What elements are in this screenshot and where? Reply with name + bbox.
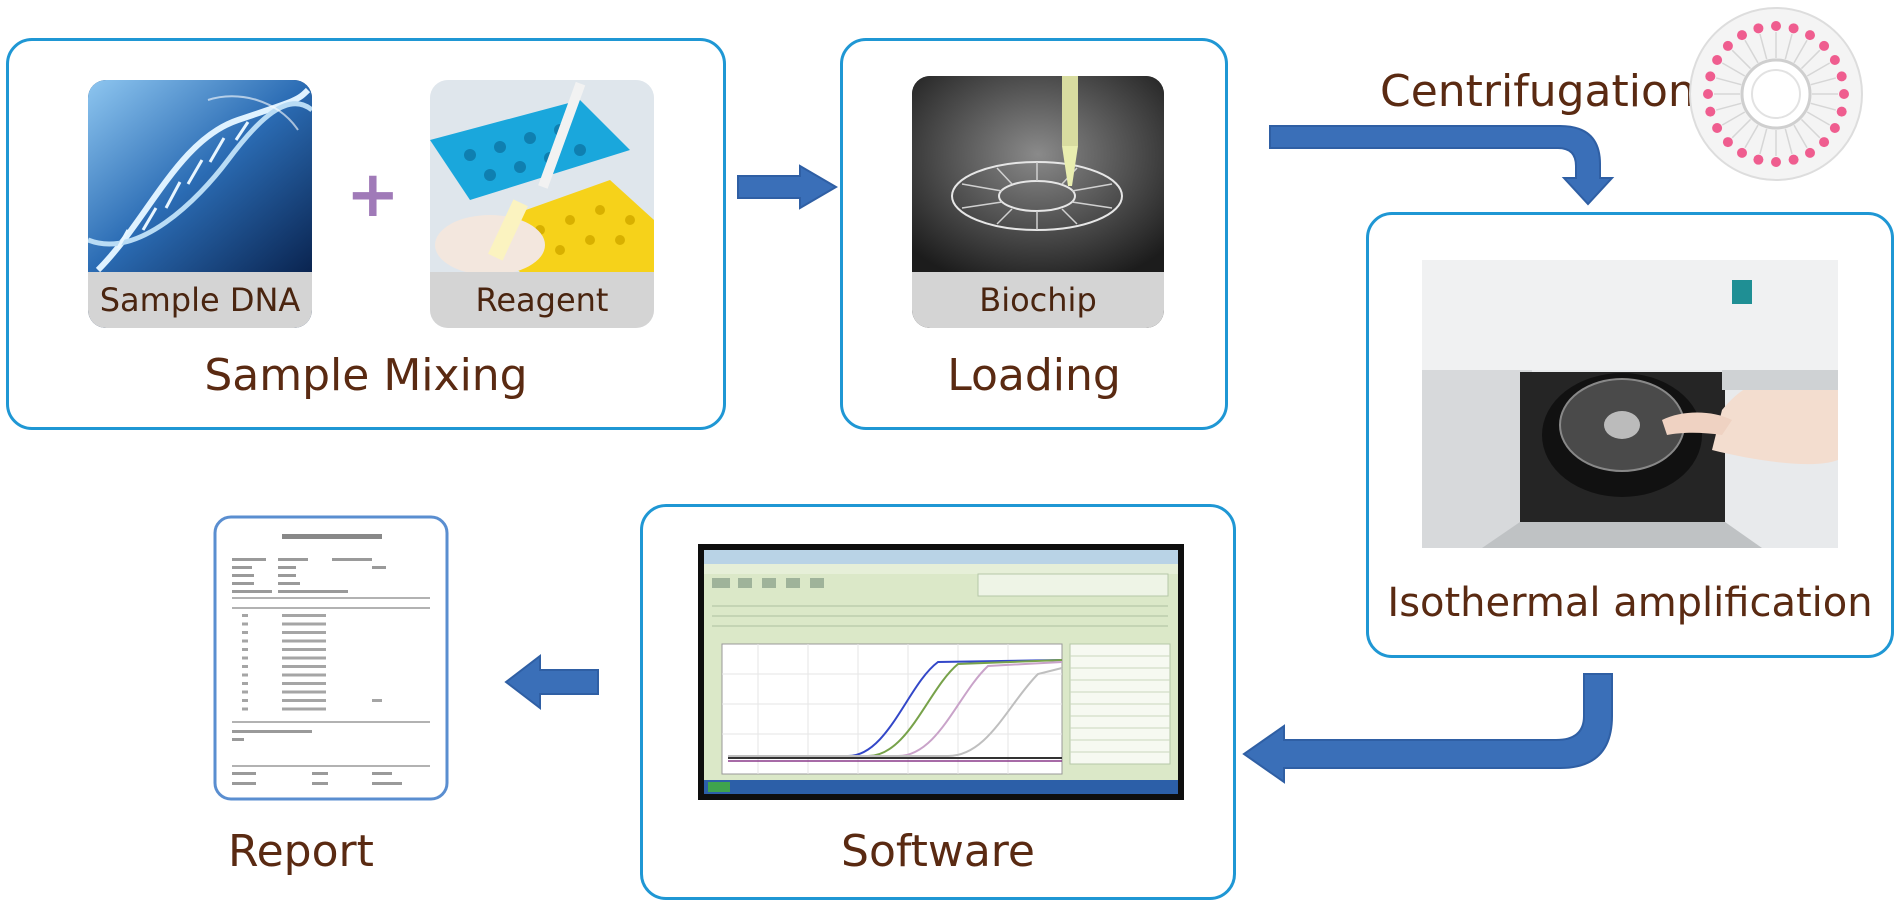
disc-well (1771, 157, 1781, 167)
isothermal-amplification-caption: Isothermal amplification (1387, 580, 1873, 626)
dna-helix-image (88, 80, 312, 273)
disc-channel (1793, 39, 1808, 64)
report-row-line (282, 690, 326, 694)
sample-dna-tile: Sample DNA (88, 80, 312, 328)
disc-well (1805, 30, 1815, 41)
report-row-line (242, 656, 248, 660)
disc-channel (1759, 128, 1768, 155)
disc-well (1839, 89, 1849, 99)
report-row-line (282, 707, 326, 711)
disc-well (1705, 71, 1716, 82)
disc-channel (1721, 62, 1746, 77)
arrow-software-to-report (504, 653, 599, 711)
sample-mixing-caption: Sample Mixing (204, 350, 528, 401)
disc-channel (1793, 124, 1808, 149)
disc-well (1836, 71, 1847, 82)
plus-sign: + (346, 158, 400, 232)
disc-channel (1800, 49, 1821, 70)
reagent-tubes-image (430, 80, 654, 275)
disc-channel (1731, 49, 1752, 70)
report-row-line (242, 614, 248, 617)
disc-channel (1744, 39, 1759, 64)
report-row-line (282, 682, 326, 685)
report-document-image (213, 515, 449, 801)
disc-channel (1715, 102, 1742, 111)
centrifugation-caption: Centrifugation (1380, 66, 1696, 117)
report-row-line (282, 656, 326, 660)
disc-channel (1731, 118, 1752, 139)
disc-well (1829, 55, 1840, 65)
sample-dna-label: Sample DNA (88, 272, 312, 328)
report-row-line (282, 622, 326, 626)
disc-channel (1721, 111, 1746, 126)
report-row-line (242, 682, 248, 685)
centrifuge-disc-image (1689, 7, 1863, 181)
disc-channel (1806, 62, 1831, 77)
disc-well (1705, 106, 1716, 117)
biochip-tile: Biochip (912, 76, 1164, 328)
software-screen-image (698, 544, 1184, 800)
amplifier-instrument-image (1422, 260, 1838, 548)
disc-well (1829, 123, 1840, 133)
disc-well (1819, 40, 1830, 51)
disc-well (1805, 147, 1815, 158)
report-row-line (242, 639, 248, 643)
disc-well (1753, 154, 1764, 165)
report-row-line (242, 699, 248, 702)
disc-well (1819, 137, 1830, 148)
biochip-loading-image (912, 76, 1164, 272)
disc-well (1712, 55, 1723, 65)
arrow-amplification-to-software (1242, 673, 1613, 784)
report-row-line (282, 648, 326, 651)
disc-well (1712, 123, 1723, 133)
disc-channel (1810, 102, 1837, 111)
disc-channel (1784, 128, 1793, 155)
report-row-line (242, 665, 248, 668)
biochip-label: Biochip (912, 272, 1164, 328)
report-row-line (282, 665, 326, 668)
report-row-line (282, 673, 326, 677)
disc-channel (1810, 77, 1837, 86)
disc-well (1737, 30, 1747, 41)
disc-well (1771, 21, 1781, 31)
report-row-line (242, 707, 248, 711)
disc-channel (1784, 33, 1793, 60)
report-row-line (242, 631, 248, 634)
software-caption: Software (841, 826, 1035, 877)
disc-channel (1800, 118, 1821, 139)
disc-well (1788, 154, 1799, 165)
disc-well (1753, 23, 1764, 34)
disc-well (1836, 106, 1847, 117)
report-caption: Report (228, 826, 374, 877)
report-row-line (372, 699, 382, 702)
disc-well (1737, 147, 1747, 158)
disc-channel (1744, 124, 1759, 149)
loading-caption: Loading (947, 350, 1121, 401)
report-row-line (242, 673, 248, 677)
arrow-mixing-to-loading (737, 164, 838, 210)
report-row-line (242, 648, 248, 651)
report-row-line (282, 699, 326, 702)
report-row-line (242, 622, 248, 626)
reagent-tile: Reagent (430, 80, 654, 328)
report-row-line (282, 639, 326, 643)
disc-channel (1715, 77, 1742, 86)
disc-well (1703, 89, 1713, 99)
disc-well (1788, 23, 1799, 34)
disc-channel (1759, 33, 1768, 60)
report-row-line (282, 614, 326, 617)
report-row-line (282, 631, 326, 634)
disc-well (1722, 40, 1733, 51)
disc-channel (1806, 111, 1831, 126)
arrow-loading-to-amplification (1269, 125, 1615, 206)
disc-well (1722, 137, 1733, 148)
report-row-line (242, 690, 248, 694)
reagent-label: Reagent (430, 272, 654, 328)
